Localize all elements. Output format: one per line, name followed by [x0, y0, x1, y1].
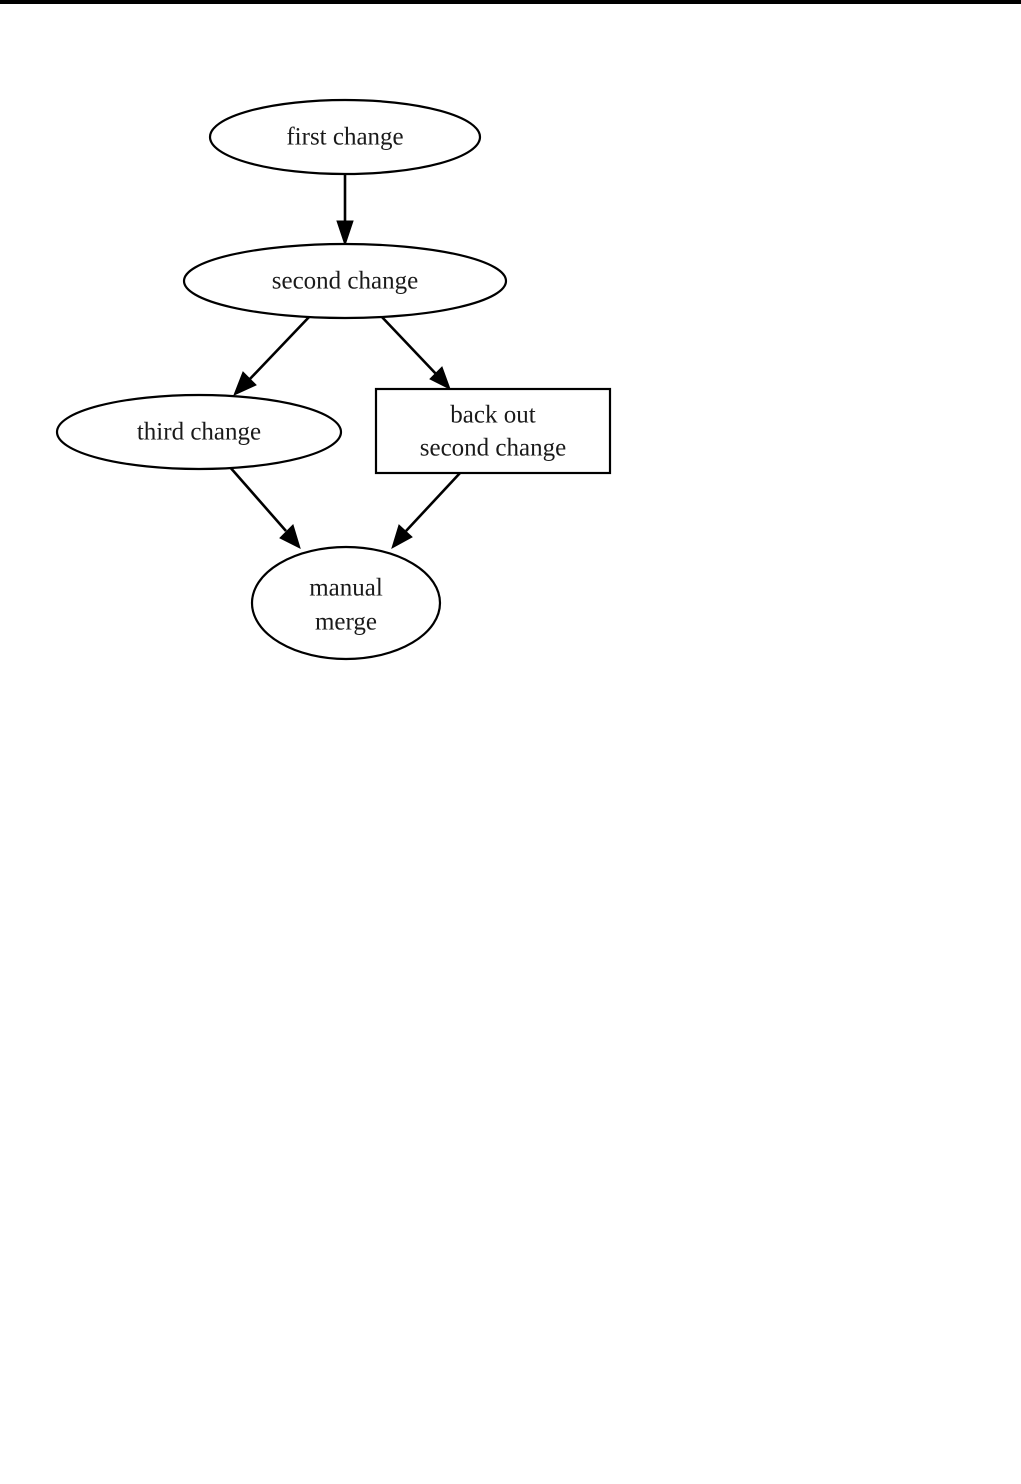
arrowhead-icon — [279, 524, 301, 549]
node-manual-merge[interactable]: manual merge — [250, 545, 442, 661]
edge-third-to-merge — [228, 465, 301, 549]
node-manual-merge-label-line1: manual — [309, 575, 383, 602]
node-back-out-second-change-rect[interactable] — [374, 387, 612, 475]
node-third-change-label: third change — [137, 419, 261, 446]
node-first-change-ellipse[interactable] — [208, 98, 482, 176]
node-manual-merge-ellipse[interactable] — [250, 545, 442, 661]
arrowhead-icon — [391, 524, 413, 550]
node-manual-merge-label-line2: merge — [315, 609, 377, 636]
node-back-out-second-change[interactable]: back out second change — [374, 387, 612, 475]
node-first-change[interactable]: first change — [208, 98, 482, 176]
node-back-out-second-change-label-line1: back out — [450, 402, 535, 429]
node-second-change-ellipse[interactable] — [182, 242, 508, 320]
edge-first-to-second — [336, 175, 354, 247]
node-back-out-second-change-label-line2: second change — [420, 435, 566, 462]
edge-second-to-backout — [380, 315, 451, 391]
edge-backout-to-merge — [391, 472, 461, 550]
arrowhead-icon — [336, 220, 354, 247]
node-second-change-label: second change — [272, 268, 418, 295]
page-top-rule — [0, 0, 1021, 4]
edge-second-to-third — [233, 315, 311, 396]
node-first-change-label: first change — [286, 124, 403, 151]
arrowhead-icon — [429, 366, 451, 391]
node-third-change-ellipse[interactable] — [55, 393, 343, 471]
node-second-change[interactable]: second change — [182, 242, 508, 320]
node-third-change[interactable]: third change — [55, 393, 343, 471]
arrowhead-icon — [233, 371, 257, 396]
